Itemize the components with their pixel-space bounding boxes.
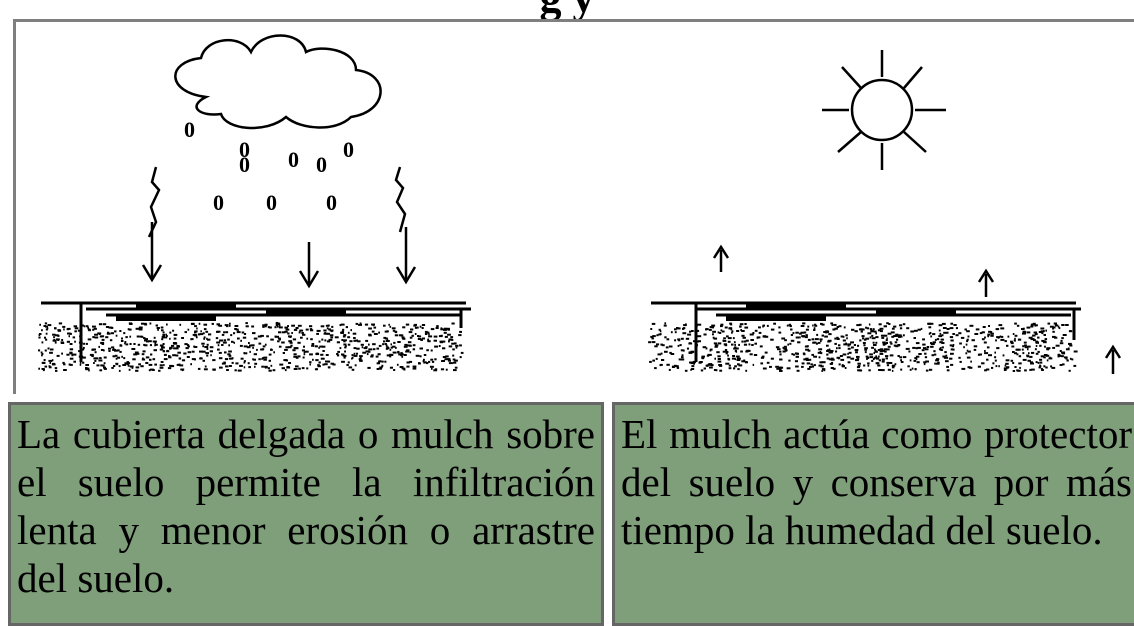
arrow-up-right <box>1104 344 1122 374</box>
raindrop-glyph: 0 <box>288 147 299 172</box>
lightning-right-icon <box>394 166 407 233</box>
arrow-up-left <box>712 244 730 272</box>
soil-texture <box>648 322 1078 372</box>
soil-texture <box>38 322 464 372</box>
arrow-down-right <box>395 227 417 285</box>
raindrop-glyph: 0 <box>184 117 195 142</box>
sun-scene <box>712 50 1122 374</box>
ground-left <box>38 301 471 372</box>
arrow-up-middle <box>977 268 995 297</box>
caption-rain: La cubierta delgada o mulch sobre el sue… <box>8 402 604 626</box>
cloud-icon <box>174 34 382 130</box>
raindrop-glyph: 0 <box>316 152 327 177</box>
raindrop-glyph: 0 <box>239 152 250 177</box>
sun-icon <box>850 78 914 142</box>
raindrop-glyph: 0 <box>213 190 224 215</box>
raindrop-glyph: 0 <box>326 190 337 215</box>
arrow-down-left <box>141 222 163 283</box>
rain-scene <box>141 34 417 289</box>
caption-sun: El mulch actúa como protector del suelo … <box>612 402 1134 626</box>
ground-right <box>648 301 1081 372</box>
raindrop-glyph: 0 <box>239 137 250 162</box>
raindrop-glyph: 0 <box>343 137 354 162</box>
partial-title: g y <box>0 0 1134 20</box>
sun-rays <box>822 50 946 170</box>
lightning-left-icon <box>147 166 161 238</box>
arrow-down-middle <box>298 242 320 289</box>
raindrop-glyph: 0 <box>266 190 277 215</box>
